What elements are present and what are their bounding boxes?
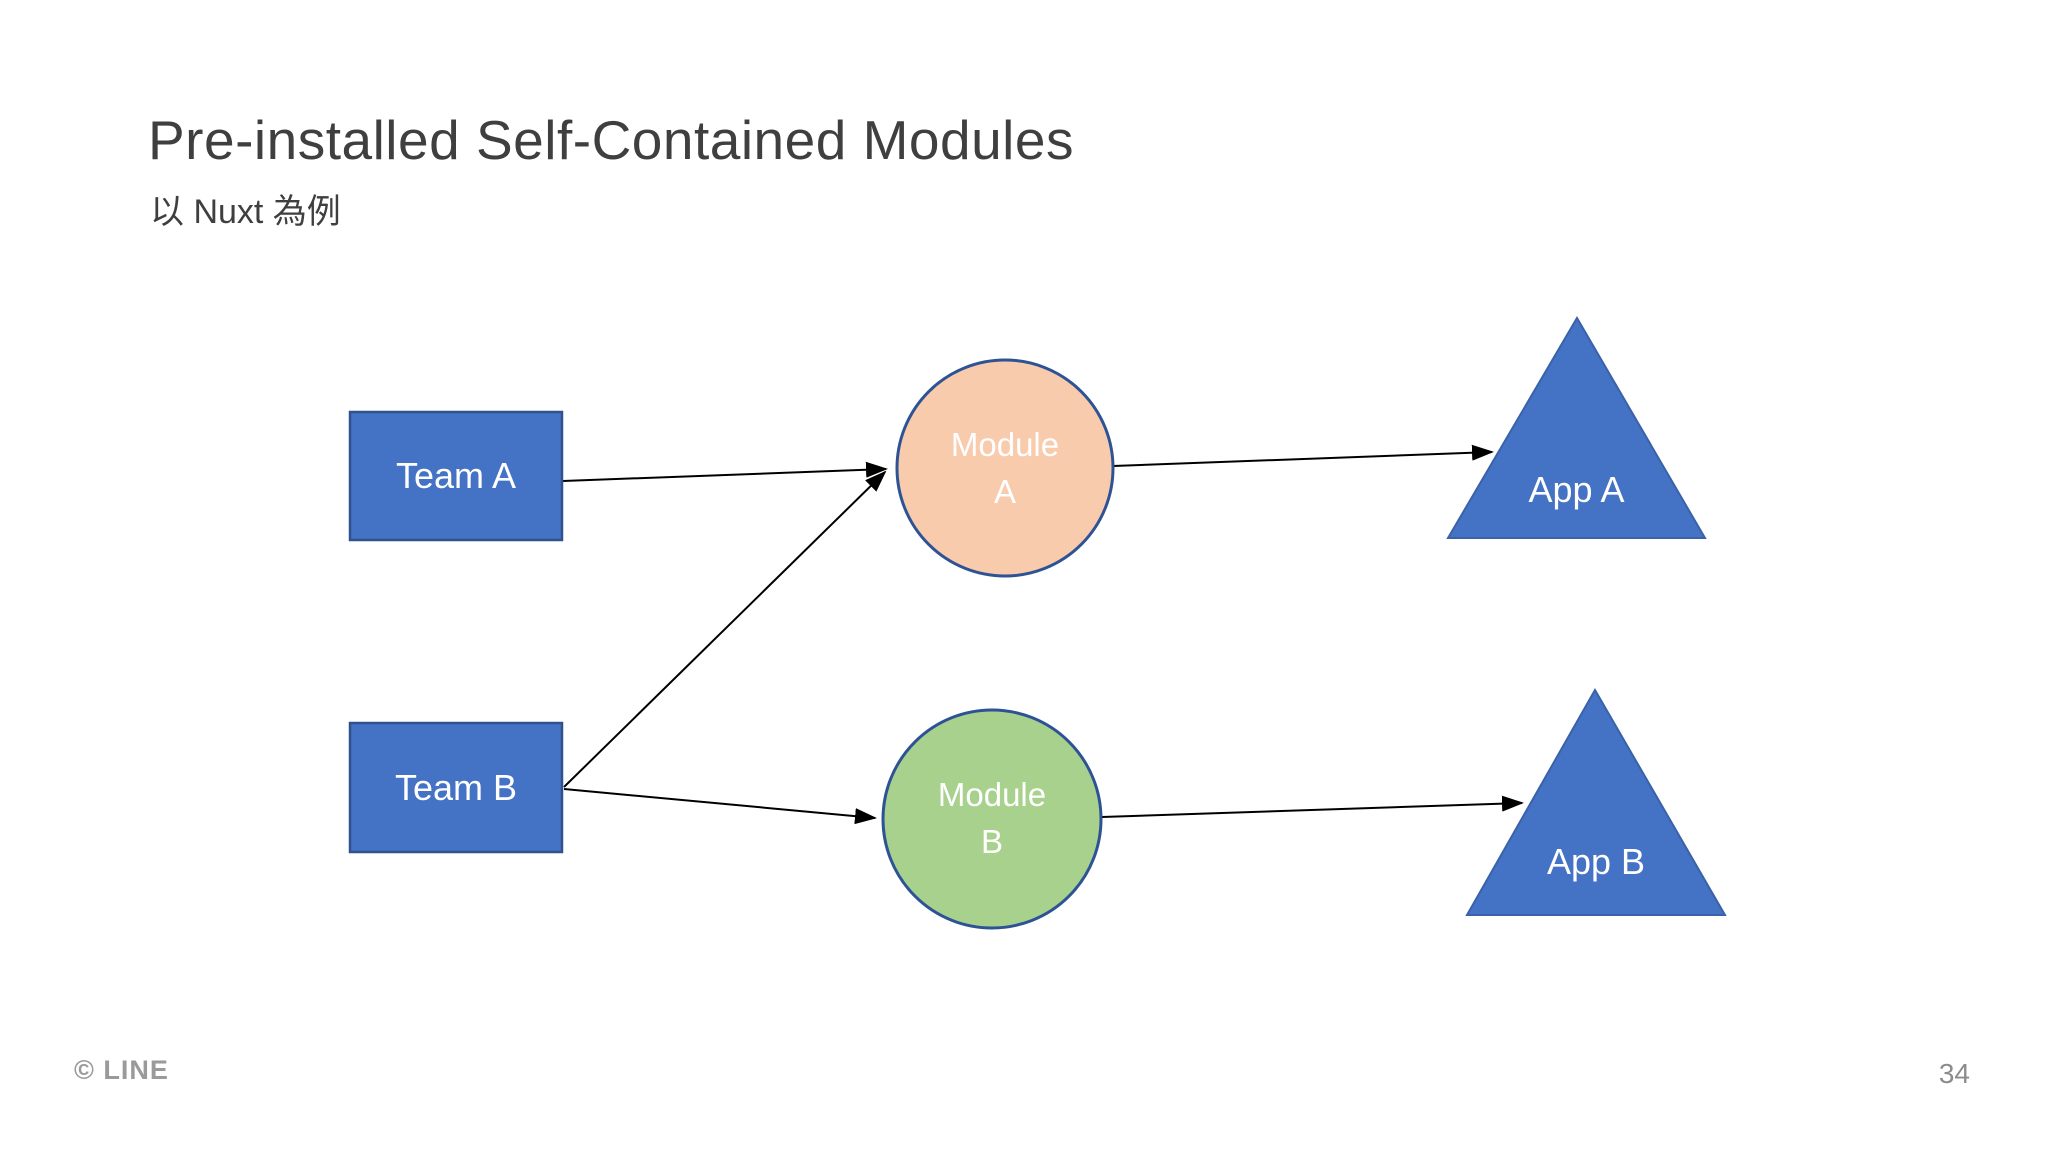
node-app-a-shape — [1446, 316, 1707, 539]
line-logo: © LINE — [74, 1055, 169, 1085]
page-number: 34 — [1938, 1058, 1970, 1089]
edge-module-b-to-app-b — [1101, 795, 1524, 818]
node-module-b-shape — [881, 708, 1103, 930]
slide-title: Pre-installed Self-Contained Modules — [148, 109, 1074, 171]
node-app-b-shape — [1465, 687, 1727, 916]
node-module-a-shape — [895, 358, 1115, 578]
slide-subtitle: 以 Nuxt 為例 — [150, 193, 341, 231]
edge-module-a-to-app-a — [1112, 444, 1494, 467]
edge-team-b-to-module-b — [563, 788, 877, 825]
node-team-a-shape — [348, 410, 564, 542]
edge-team-b-to-module-a — [563, 470, 887, 788]
node-team-b-shape — [348, 721, 564, 854]
edge-team-a-to-module-a — [562, 461, 888, 482]
